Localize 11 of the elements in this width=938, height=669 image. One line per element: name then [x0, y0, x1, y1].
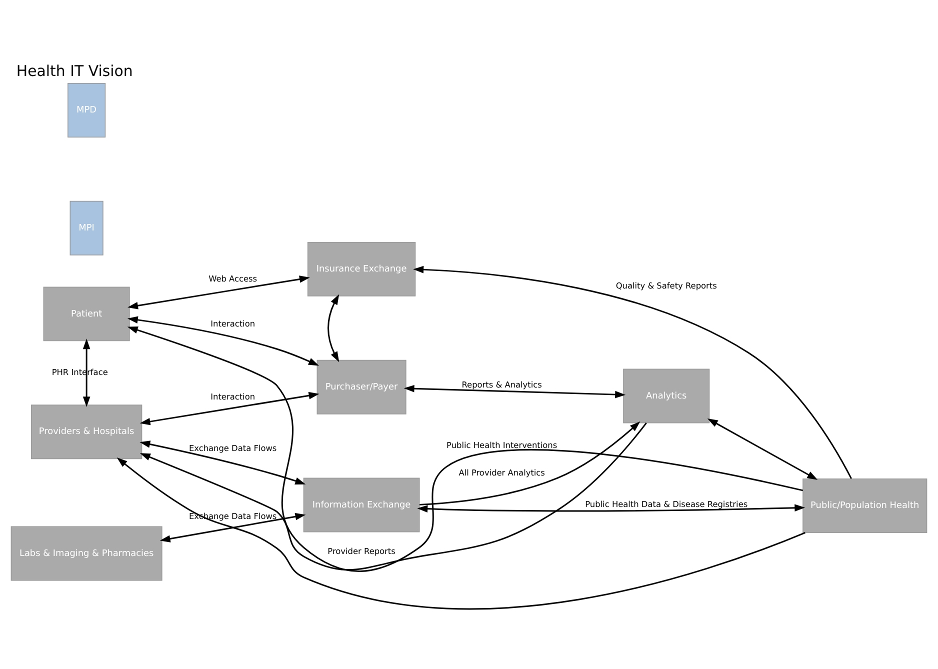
edge-label: Exchange Data Flows — [188, 442, 277, 453]
edge-label: Provider Reports — [328, 546, 396, 556]
edge-label: Interaction — [210, 318, 256, 328]
edge-label: Reports & Analytics — [462, 379, 542, 390]
edge-label: Web Access — [208, 273, 258, 284]
edge-label: Interaction — [210, 391, 256, 402]
diagram-title: Health IT Vision — [16, 61, 133, 80]
edge-label: Public Health Interventions — [446, 440, 558, 450]
edge-label: Public Health Data & Disease Registries — [585, 498, 748, 509]
edge-label: All Provider Analytics — [458, 467, 545, 478]
edge-label: Quality & Safety Reports — [616, 280, 717, 290]
